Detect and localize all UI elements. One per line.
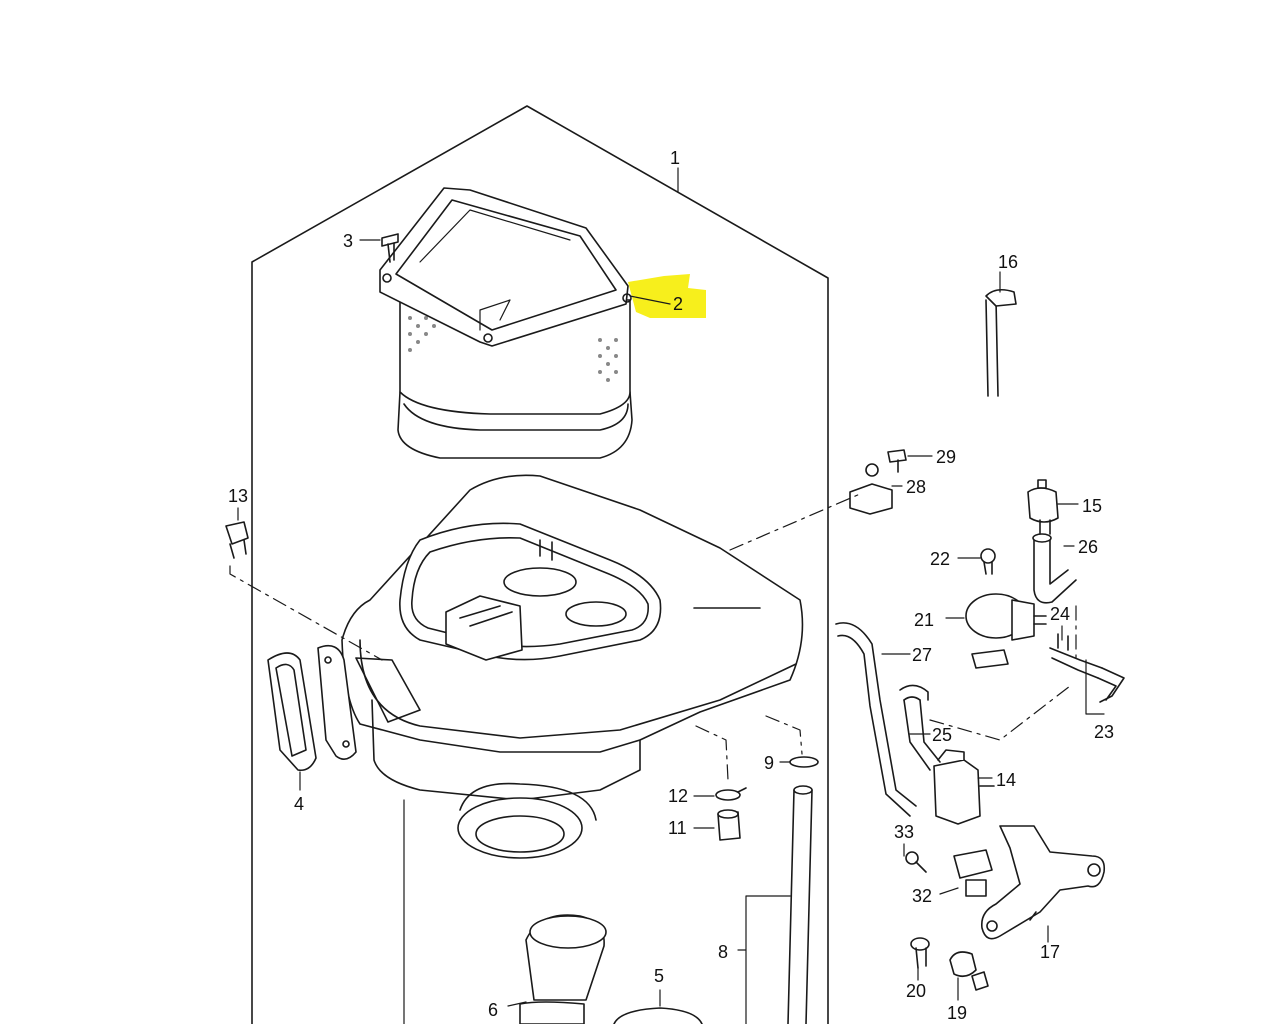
callout-4: 4 xyxy=(294,794,304,814)
cap-11 xyxy=(717,809,741,841)
callout-29: 29 xyxy=(936,447,956,467)
air-filter-element xyxy=(379,187,633,459)
callout-24: 24 xyxy=(1050,604,1070,624)
bolt-20 xyxy=(910,937,930,969)
callout-28: 28 xyxy=(906,477,926,497)
callout-21: 21 xyxy=(914,610,934,630)
drain-hose-9 xyxy=(787,756,819,1025)
leader-lines xyxy=(229,167,1105,1025)
hose-25 xyxy=(899,684,941,771)
callout-2: 2 xyxy=(673,294,683,314)
intake-duct-6 xyxy=(519,914,607,1025)
solenoid-21 xyxy=(965,593,1047,669)
screw-22 xyxy=(980,548,996,575)
callout-5: 5 xyxy=(654,966,664,986)
callout-16: 16 xyxy=(998,252,1018,272)
screw-3 xyxy=(381,233,399,263)
seal-5 xyxy=(613,1007,703,1025)
callout-11: 11 xyxy=(668,818,687,838)
callout-32: 32 xyxy=(912,886,932,906)
bolt-29 xyxy=(887,449,907,473)
air-cleaner-box xyxy=(341,474,804,859)
callout-33: 33 xyxy=(894,822,914,842)
callout-labels: 1 2 3 4 5 6 8 9 11 12 13 14 15 16 17 19 … xyxy=(228,148,1114,1023)
callout-15: 15 xyxy=(1082,496,1102,516)
gasket-4 xyxy=(267,644,357,772)
callout-26: 26 xyxy=(1078,537,1098,557)
callout-20: 20 xyxy=(906,981,926,1001)
bracket-17 xyxy=(980,825,1106,940)
callout-23: 23 xyxy=(1094,722,1114,742)
callout-3: 3 xyxy=(343,231,353,251)
hose-27 xyxy=(835,622,917,817)
bracket-32 xyxy=(953,849,993,897)
callout-22: 22 xyxy=(930,549,950,569)
callout-19: 19 xyxy=(947,1003,967,1023)
highlight-marker xyxy=(628,274,706,318)
hose-26 xyxy=(1032,533,1077,604)
grommet-19 xyxy=(949,951,989,991)
bolt-33 xyxy=(905,851,927,873)
callout-14: 14 xyxy=(996,770,1016,790)
callout-9: 9 xyxy=(764,753,774,773)
callout-13: 13 xyxy=(228,486,248,506)
filter-mesh xyxy=(408,316,618,382)
callout-8: 8 xyxy=(718,942,728,962)
assembly-boundary xyxy=(251,105,829,1025)
callout-6: 6 xyxy=(488,1000,498,1020)
callout-17: 17 xyxy=(1040,942,1060,962)
solenoid-valve-14 xyxy=(933,749,995,825)
pipe-24 xyxy=(1049,633,1125,703)
hose-16 xyxy=(985,288,1017,397)
clamp-12 xyxy=(715,787,747,801)
callout-12: 12 xyxy=(668,786,688,806)
fuel-filter-15 xyxy=(1027,479,1059,535)
bolt-13 xyxy=(225,521,249,559)
callout-27: 27 xyxy=(912,645,932,665)
bracket-28 xyxy=(849,463,893,515)
callout-1: 1 xyxy=(670,148,680,168)
callout-25: 25 xyxy=(932,725,952,745)
